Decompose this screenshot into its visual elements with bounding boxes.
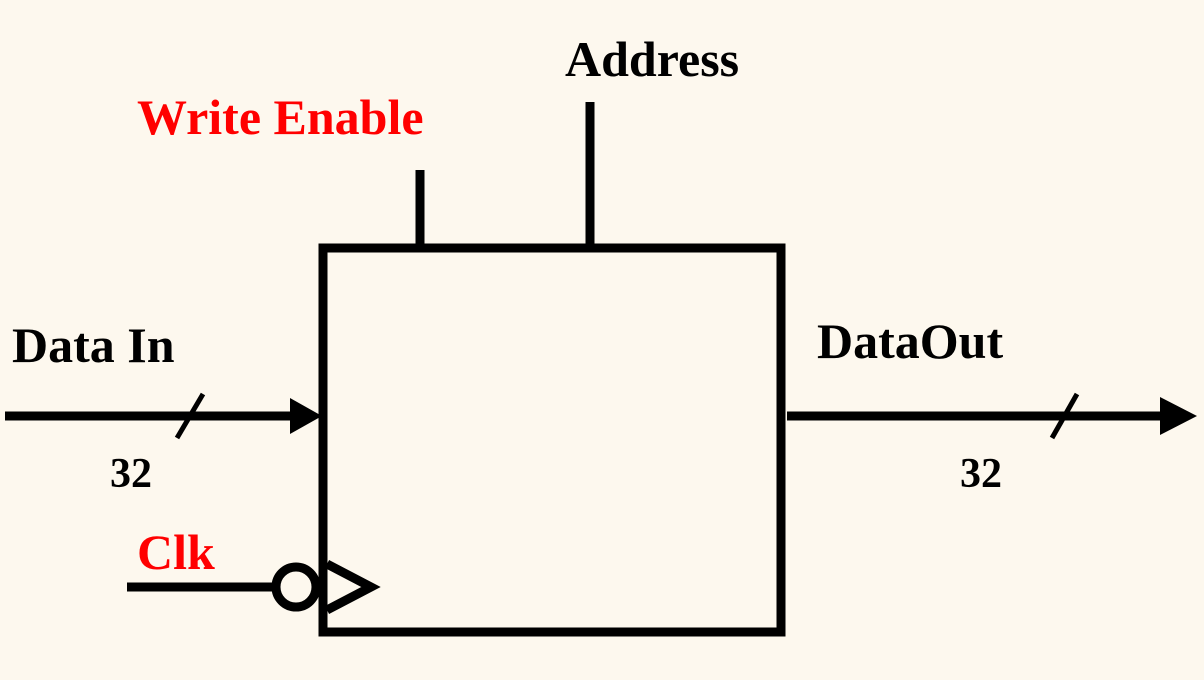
clk-edge-triangle — [324, 560, 381, 614]
data-in-width-label: 32 — [110, 451, 152, 497]
data-out-width-label: 32 — [960, 451, 1002, 497]
data-in-bus-slash — [174, 392, 206, 440]
data-in-arrowhead — [290, 398, 322, 434]
memory-block — [318, 243, 786, 637]
clk-label: Clk — [137, 524, 215, 580]
write-enable-label: Write Enable — [137, 89, 424, 145]
data-out-label: DataOut — [817, 313, 1003, 369]
data-out-bus-slash — [1049, 392, 1080, 440]
clk-inversion-bubble — [271, 562, 321, 612]
data-out-arrowhead — [1160, 397, 1197, 435]
address-label: Address — [565, 31, 739, 87]
data-in-label: Data In — [12, 317, 175, 373]
